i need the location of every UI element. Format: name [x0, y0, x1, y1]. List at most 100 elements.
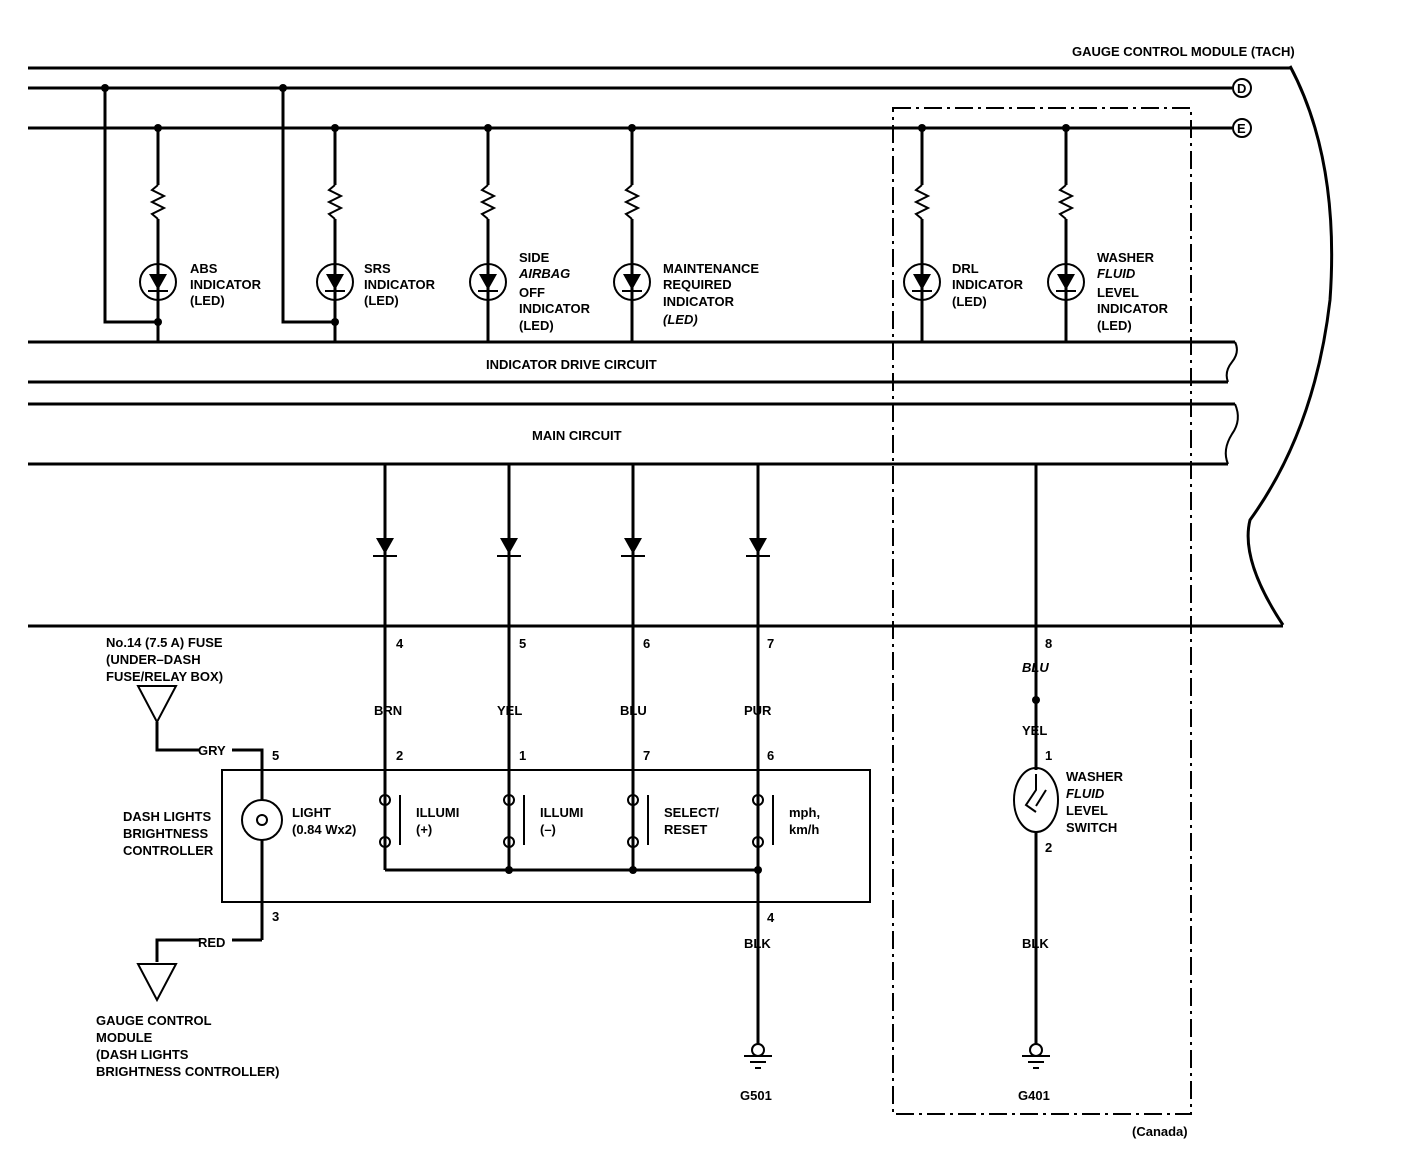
pin-ws-1: 1: [1045, 748, 1052, 763]
washer-switch-label: WASHER FLUID LEVEL SWITCH: [1066, 769, 1124, 835]
indicator-label-maintenance: MAINTENANCE REQUIRED INDICATOR (LED): [663, 261, 759, 327]
svg-text:ABS: ABS: [190, 261, 218, 276]
svg-text:LEVEL: LEVEL: [1066, 803, 1108, 818]
svg-text:MAIN CIRCUIT: MAIN CIRCUIT: [532, 428, 622, 443]
pin-gcm-7: 7: [767, 636, 774, 651]
indicator-drive-circuit: INDICATOR DRIVE CIRCUIT: [28, 340, 1238, 384]
svg-text:GAUGE CONTROL: GAUGE CONTROL: [96, 1013, 212, 1028]
side-airbag-branch: [469, 124, 507, 342]
indicator-label-abs: ABS INDICATOR (LED): [190, 261, 262, 308]
svg-text:FUSE/RELAY BOX): FUSE/RELAY BOX): [106, 669, 223, 684]
svg-text:km/h: km/h: [789, 822, 819, 837]
indicator-label-washer: WASHER FLUID LEVEL INDICATOR (LED): [1097, 250, 1169, 333]
svg-text:(0.84 Wx2): (0.84 Wx2): [292, 822, 356, 837]
svg-text:SRS: SRS: [364, 261, 391, 276]
canada-note: (Canada): [1132, 1124, 1188, 1139]
svg-text:WASHER: WASHER: [1066, 769, 1124, 784]
wire-blu-2: BLU: [1022, 660, 1049, 675]
svg-text:BRIGHTNESS: BRIGHTNESS: [123, 826, 209, 841]
srs-d-feed: [281, 88, 335, 324]
svg-text:(UNDER–DASH: (UNDER–DASH: [106, 652, 201, 667]
module-outline-edge: [1246, 65, 1334, 626]
wire-red: RED: [198, 935, 225, 950]
pin-ws-2: 2: [1045, 840, 1052, 855]
pin-gcm-4: 4: [396, 636, 404, 651]
pin-ctl-5: 5: [272, 748, 279, 763]
svg-text:LEVEL: LEVEL: [1097, 285, 1139, 300]
svg-text:AIRBAG: AIRBAG: [518, 266, 570, 281]
pin-sw-7: 7: [643, 748, 650, 763]
ground-g401: G401: [1018, 1088, 1050, 1103]
wire-pur: PUR: [744, 703, 772, 718]
svg-text:ILLUMI: ILLUMI: [416, 805, 459, 820]
svg-text:CONTROLLER: CONTROLLER: [123, 843, 214, 858]
washer-switch-symbol: [1013, 767, 1059, 833]
pin-sw-2: 2: [396, 748, 403, 763]
fuse-symbol: [136, 685, 264, 800]
svg-text:BRIGHTNESS CONTROLLER): BRIGHTNESS CONTROLLER): [96, 1064, 279, 1079]
pin-sw-6: 6: [767, 748, 774, 763]
indicator-branches: [139, 124, 1085, 342]
svg-text:(LED): (LED): [952, 294, 987, 309]
connector-d: D: [1232, 78, 1252, 98]
pin-gcm-5: 5: [519, 636, 526, 651]
pin-sw-1: 1: [519, 748, 526, 763]
controller-box: [221, 769, 871, 903]
svg-text:(LED): (LED): [190, 293, 225, 308]
wire-yel: YEL: [497, 703, 522, 718]
svg-text:(LED): (LED): [519, 318, 554, 333]
svg-text:RESET: RESET: [664, 822, 707, 837]
svg-text:INDICATOR: INDICATOR: [1097, 301, 1169, 316]
svg-text:(LED): (LED): [364, 293, 399, 308]
wire-blk-2: BLK: [1022, 936, 1049, 951]
washer-branch: [1047, 124, 1085, 342]
abs-d-feed: [103, 88, 158, 324]
wire-yel-2: YEL: [1022, 723, 1047, 738]
svg-text:MODULE: MODULE: [96, 1030, 153, 1045]
svg-text:REQUIRED: REQUIRED: [663, 277, 732, 292]
svg-text:D: D: [1237, 81, 1246, 96]
light-bulb: [155, 799, 283, 962]
svg-text:INDICATOR: INDICATOR: [519, 301, 591, 316]
pin-ctl-3: 3: [272, 909, 279, 924]
svg-text:SIDE: SIDE: [519, 250, 550, 265]
svg-text:WASHER: WASHER: [1097, 250, 1155, 265]
pin-gcm-8: 8: [1045, 636, 1052, 651]
indicator-label-side-airbag: SIDE AIRBAG OFF INDICATOR (LED): [518, 250, 591, 333]
indicator-label-drl: DRL INDICATOR (LED): [952, 261, 1024, 309]
connector-e: E: [1232, 118, 1252, 138]
main-circuit: MAIN CIRCUIT: [28, 402, 1239, 466]
light-label: LIGHT (0.84 Wx2): [292, 805, 356, 837]
switch-labels: ILLUMI (+) ILLUMI (–) SELECT/ RESET mph,…: [416, 805, 820, 837]
abs-branch: [139, 124, 177, 342]
svg-text:(LED): (LED): [663, 312, 698, 327]
svg-text:INDICATOR: INDICATOR: [952, 277, 1024, 292]
ground-g401-symbol: [1022, 1043, 1050, 1069]
svg-text:(+): (+): [416, 822, 432, 837]
svg-text:FLUID: FLUID: [1097, 266, 1136, 281]
svg-text:MAINTENANCE: MAINTENANCE: [663, 261, 759, 276]
svg-text:INDICATOR: INDICATOR: [190, 277, 262, 292]
diode-outputs: [373, 464, 770, 870]
wire-blu: BLU: [620, 703, 647, 718]
module-title: GAUGE CONTROL MODULE (TACH): [1072, 44, 1295, 59]
ground-g501: G501: [740, 1088, 772, 1103]
svg-text:mph,: mph,: [789, 805, 820, 820]
svg-text:E: E: [1237, 121, 1246, 136]
srs-branch: [316, 124, 354, 342]
svg-text:LIGHT: LIGHT: [292, 805, 331, 820]
svg-text:DRL: DRL: [952, 261, 979, 276]
drl-branch: [903, 124, 941, 342]
gauge-ref-symbol: [136, 963, 178, 1003]
svg-text:No.14 (7.5 A) FUSE: No.14 (7.5 A) FUSE: [106, 635, 223, 650]
svg-text:SELECT/: SELECT/: [664, 805, 719, 820]
maintenance-branch: [613, 124, 651, 342]
svg-text:INDICATOR: INDICATOR: [364, 277, 436, 292]
fuse-label: No.14 (7.5 A) FUSE (UNDER–DASH FUSE/RELA…: [106, 635, 223, 684]
svg-text:INDICATOR DRIVE CIRCUIT: INDICATOR DRIVE CIRCUIT: [486, 357, 657, 372]
canada-box: [892, 107, 1192, 1115]
svg-text:(LED): (LED): [1097, 318, 1132, 333]
svg-text:SWITCH: SWITCH: [1066, 820, 1117, 835]
controller-label: DASH LIGHTS BRIGHTNESS CONTROLLER: [123, 809, 214, 858]
